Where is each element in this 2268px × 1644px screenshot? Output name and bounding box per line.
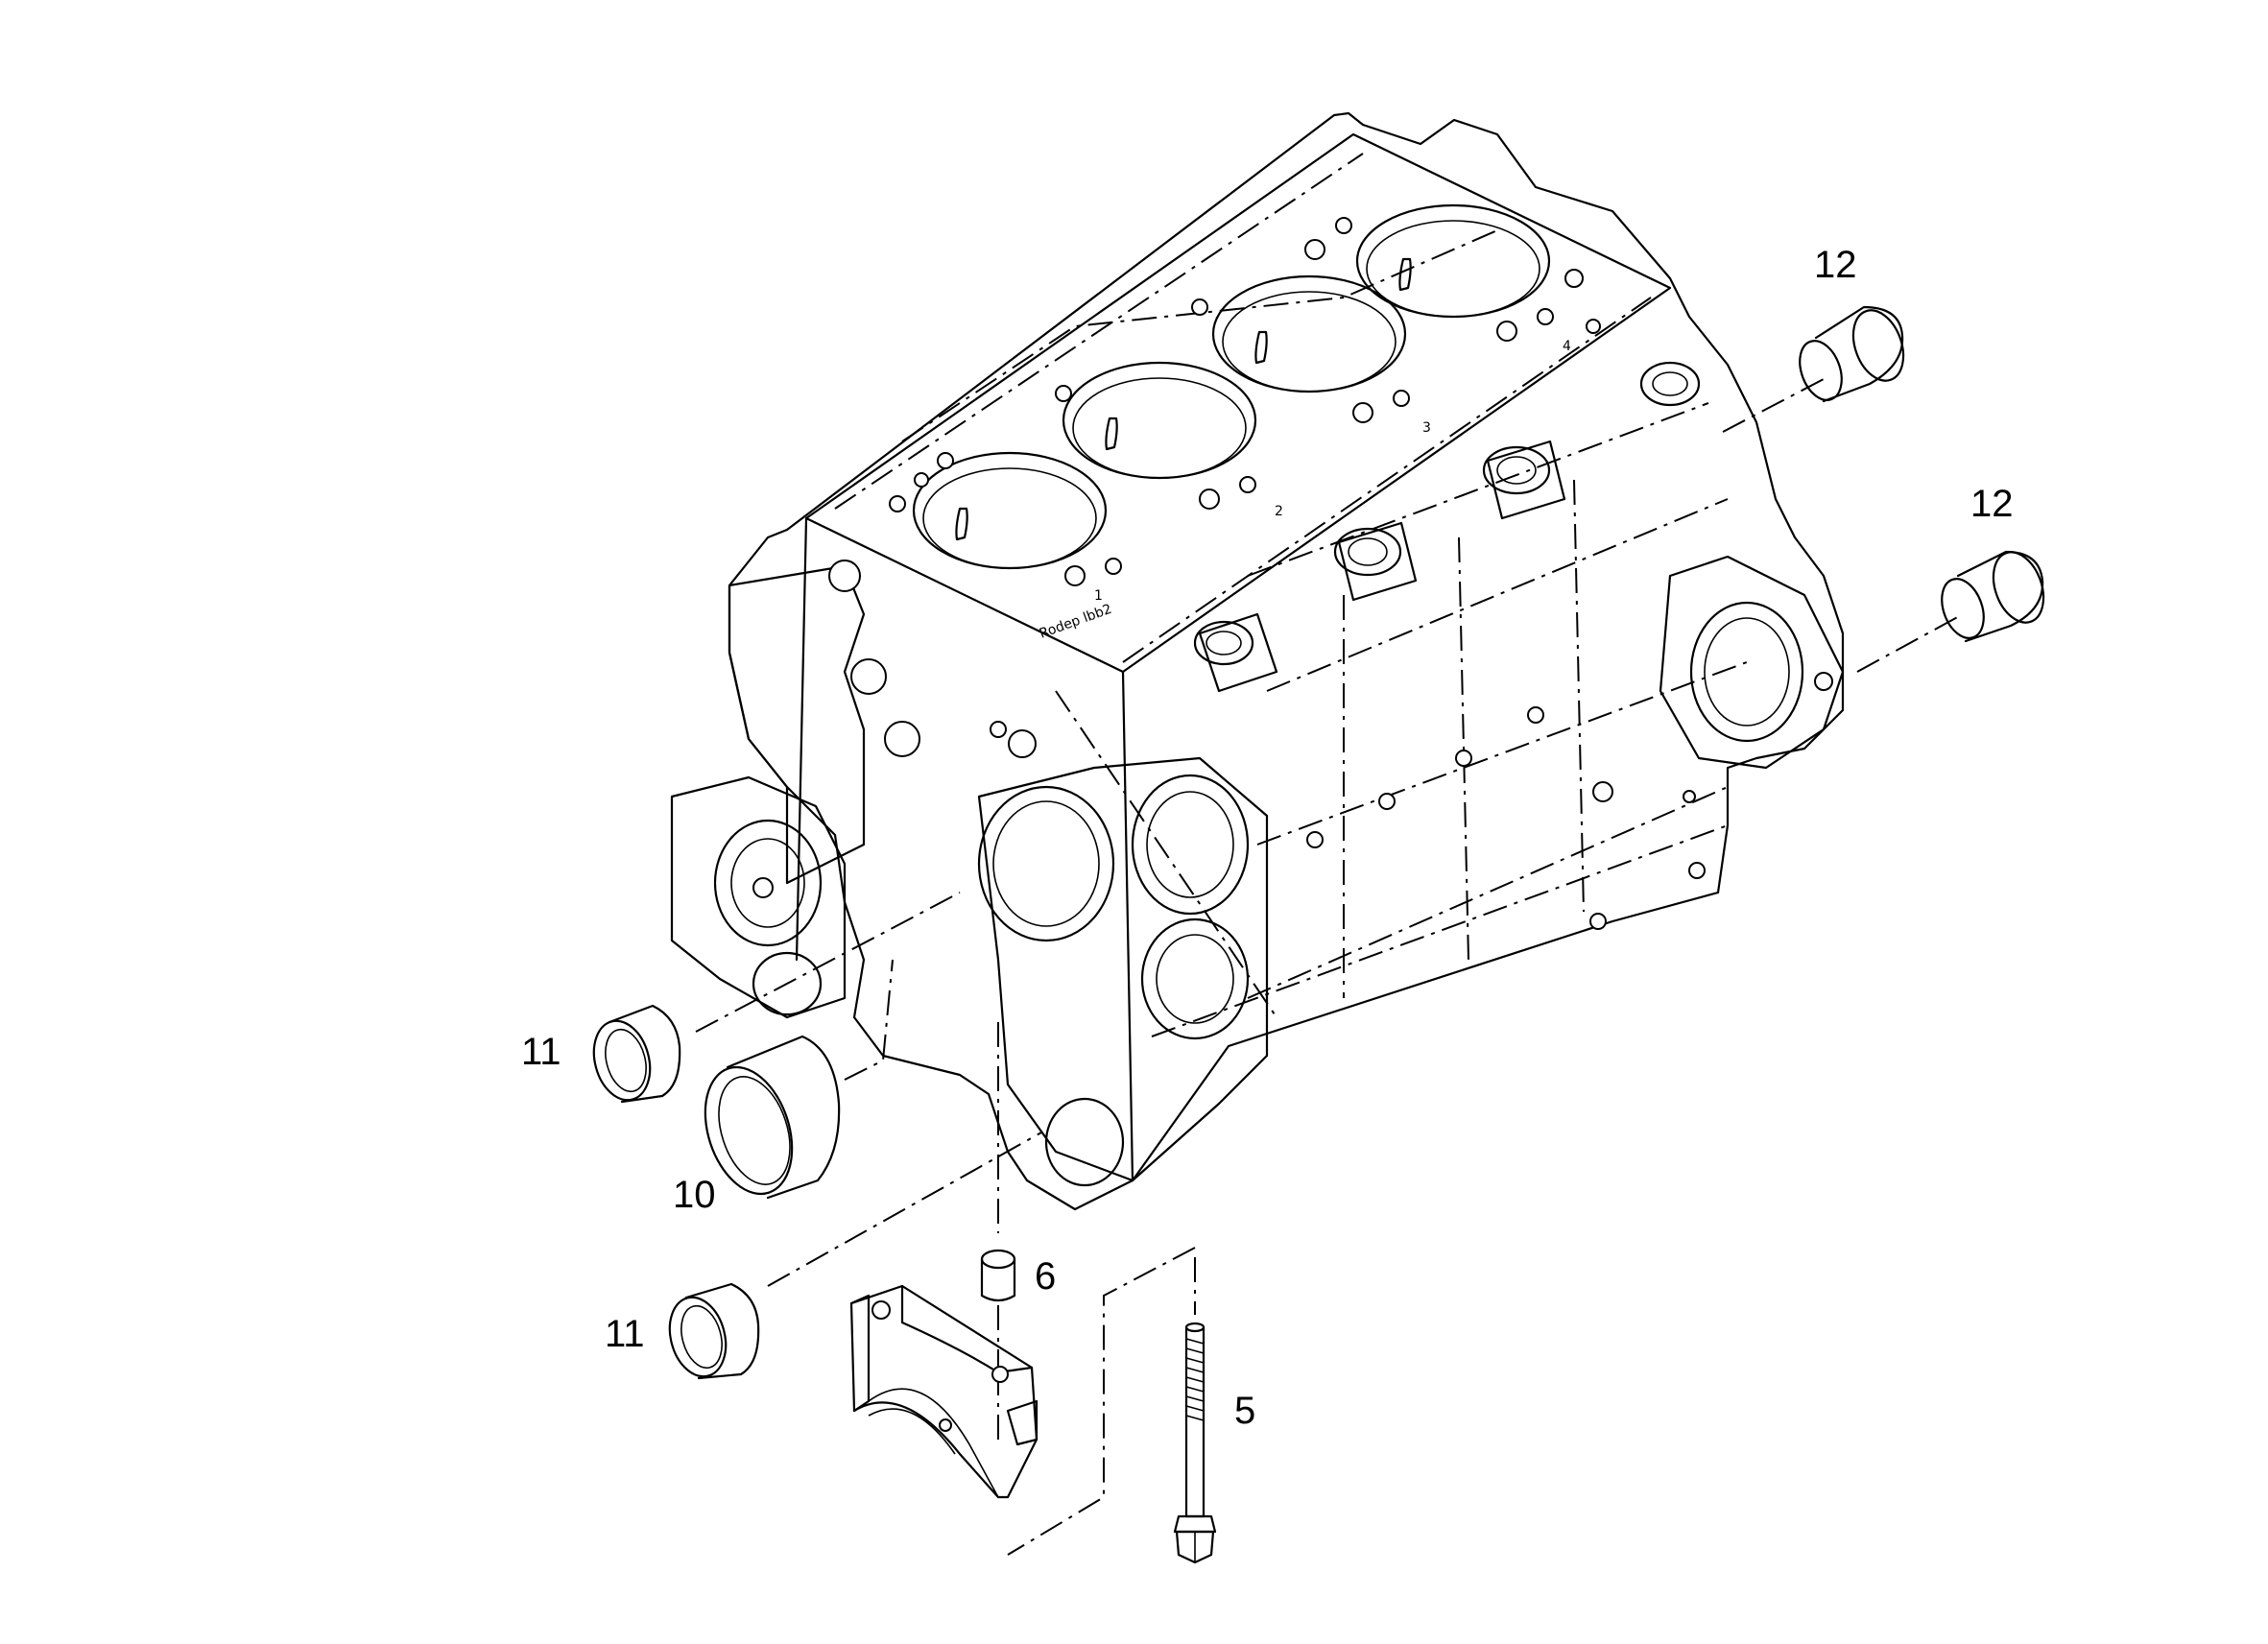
centerlines [695, 378, 1964, 1556]
cam-bushing-12-lower [1941, 550, 2045, 643]
cam-bushing-11-lower [668, 1282, 760, 1380]
dowel-6 [980, 1249, 1016, 1302]
callout-10: 10 [673, 1174, 716, 1216]
callout-11-upper: 11 [521, 1031, 561, 1073]
main-bearing-bolt-5 [1173, 1322, 1217, 1564]
callout-12-lower: 12 [1970, 483, 2014, 525]
block-stamp: Rodep lbb2 [1038, 602, 1114, 642]
cylinder-block: 1 2 3 4 Rodep lbb2 [670, 111, 1845, 1211]
cylinder-number-4: 4 [1563, 339, 1571, 354]
cylinder-number-1: 1 [1094, 588, 1103, 604]
callout-11-lower: 11 [605, 1313, 645, 1355]
callout-12-upper: 12 [1814, 244, 1857, 286]
main-bearing-cap [849, 1284, 1039, 1499]
cylinder-number-2: 2 [1275, 504, 1283, 519]
callout-6: 6 [1035, 1255, 1057, 1298]
cam-bushing-11-upper [592, 1004, 681, 1104]
bushing-10 [704, 1035, 841, 1200]
cylinder-number-3: 3 [1422, 420, 1431, 436]
cam-bushing-12-upper [1799, 305, 1905, 403]
callout-5: 5 [1234, 1390, 1256, 1432]
